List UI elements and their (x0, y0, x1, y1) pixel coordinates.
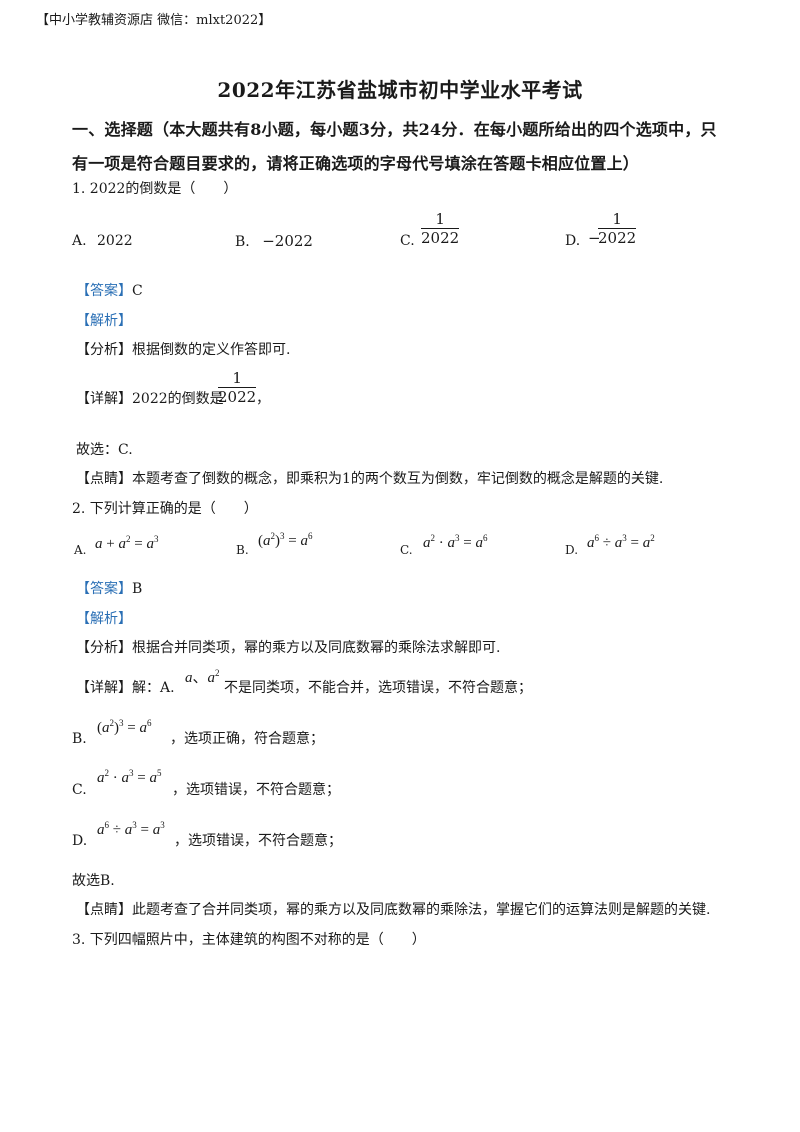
q2-detail-b-expr: (a2)3 = a6 (97, 718, 152, 736)
q1-answer: 【答案】C (76, 282, 143, 300)
q2-stem: 2. 下列计算正确的是（ ） (72, 501, 258, 517)
section-heading-line1: 一、选择题（本大题共有8小题，每小题3分，共24分．在每小题所给出的四个选项中，… (72, 120, 717, 139)
answer-tag: 【答案】 (76, 581, 132, 597)
answer-tag: 【答案】 (76, 283, 132, 299)
exponent: 3 (280, 531, 285, 541)
q1-dianjing: 【点睛】本题考查了倒数的概念，即乘积为1的两个数互为倒数，牢记倒数的概念是解题的… (76, 471, 664, 487)
answer-value: B (132, 581, 143, 597)
q1-option-d-sign: − (588, 229, 601, 247)
exponent: 3 (132, 820, 137, 830)
exponent: 2 (215, 668, 220, 678)
q2-detail-d-expr: a6 ÷ a3 = a3 (97, 820, 165, 838)
q2-detail-b-text: ，选项正确，符合题意； (170, 731, 324, 747)
fraction-bar (421, 228, 460, 229)
fraction-denominator: 2022 (598, 229, 637, 247)
fraction-denominator: 2022 (421, 229, 460, 247)
q1-fenxi: 【分析】根据倒数的定义作答即可. (76, 342, 291, 358)
answer-value: C (132, 283, 143, 299)
q2-detail-c-text: ，选项错误，不符合题意； (172, 782, 340, 798)
fraction-denominator: 2022 (218, 388, 257, 406)
q2-detail-c-expr: a2 · a3 = a5 (97, 768, 162, 786)
q2-analysis-tag: 【解析】 (76, 611, 132, 627)
fraction-numerator: 1 (435, 210, 445, 228)
q2-detail-d-text: ，选项错误，不符合题意； (174, 833, 342, 849)
q2-option-a-expr: a + a2 = a3 (95, 534, 159, 552)
q1-option-c-label: C. (400, 233, 415, 249)
q2-option-c-label: C. (400, 543, 413, 557)
q1-option-b-value: −2022 (262, 232, 313, 250)
exponent: 6 (594, 533, 600, 543)
q1-analysis-tag: 【解析】 (76, 313, 132, 329)
exponent: 2 (650, 533, 655, 543)
q2-option-c-expr: a2 · a3 = a6 (423, 533, 488, 551)
q2-option-d-expr: a6 ÷ a3 = a2 (587, 533, 655, 551)
exponent: 3 (455, 533, 460, 543)
q2-select: 故选B. (72, 873, 115, 889)
q2-fenxi: 【分析】根据合并同类项，幂的乘方以及同底数幂的乘除法求解即可. (76, 640, 501, 656)
q1-option-d-label: D. (565, 233, 581, 249)
q1-option-b-label: B. (235, 234, 250, 250)
q1-option-d-fraction: 1 2022 (598, 210, 637, 247)
q2-xiangjie-a-text: 不是同类项，不能合并，选项错误，不符合题意； (224, 680, 532, 696)
q1-xiangjie-suffix: ， (256, 391, 270, 407)
page-title: 2022年江苏省盐城市初中学业水平考试 (217, 78, 583, 102)
q1-select: 故选：C. (76, 442, 133, 458)
exponent: 6 (482, 533, 488, 543)
fraction-numerator: 1 (612, 210, 622, 228)
exponent: 3 (119, 718, 124, 728)
q1-option-a: A. 2022 (72, 232, 133, 250)
q1-xiangjie-fraction: 1 2022 (218, 369, 257, 406)
section-heading-line2: 有一项是符合题目要求的，请将正确选项的字母代号填涂在答题卡相应位置上） (72, 154, 640, 173)
exponent: 3 (153, 534, 159, 544)
q2-detail-d-label: D. (72, 833, 88, 849)
exponent: 2 (270, 531, 276, 541)
header-source: 【中小学教辅资源店 微信：mlxt2022】 (36, 13, 272, 28)
q1-option-a-value: 2022 (97, 233, 133, 249)
exponent: 3 (160, 820, 165, 830)
fraction-bar (598, 228, 637, 229)
q2-option-b-label: B. (236, 543, 249, 557)
q2-xiangjie-a-expr: a、a2 (185, 668, 220, 686)
fraction-numerator: 1 (232, 369, 242, 387)
q2-xiangjie-prefix: 【详解】解：A. (76, 680, 175, 696)
q1-option-b: B. −2022 (235, 232, 313, 251)
exponent: 6 (307, 531, 313, 541)
q2-dianjing: 【点睛】此题考查了合并同类项，幂的乘方以及同底数幂的乘除法，掌握它们的运算法则是… (76, 902, 711, 918)
q2-option-b-expr: (a2)3 = a6 (258, 531, 313, 549)
q2-option-d-label: D. (565, 543, 579, 557)
q2-answer: 【答案】B (76, 580, 142, 598)
q2-detail-b-label: B. (72, 731, 87, 747)
exponent: 3 (129, 768, 134, 778)
exponent: 6 (146, 718, 152, 728)
q2-detail-c-label: C. (72, 782, 87, 798)
exponent: 2 (125, 534, 131, 544)
exponent: 2 (109, 718, 115, 728)
q2-option-a-label: A. (74, 543, 87, 557)
q1-xiangjie-prefix: 【详解】2022的倒数是 (76, 391, 224, 407)
exponent: 6 (104, 820, 110, 830)
q3-stem: 3. 下列四幅照片中，主体建筑的构图不对称的是（ ） (72, 932, 426, 948)
exponent: 2 (430, 533, 436, 543)
q1-stem: 1. 2022的倒数是（ ） (72, 181, 238, 197)
exponent: 3 (622, 533, 627, 543)
fraction-bar (218, 387, 257, 388)
exponent: 5 (156, 768, 162, 778)
q1-option-c-fraction: 1 2022 (421, 210, 460, 247)
exponent: 2 (104, 768, 110, 778)
q1-option-a-label: A. (72, 233, 87, 249)
